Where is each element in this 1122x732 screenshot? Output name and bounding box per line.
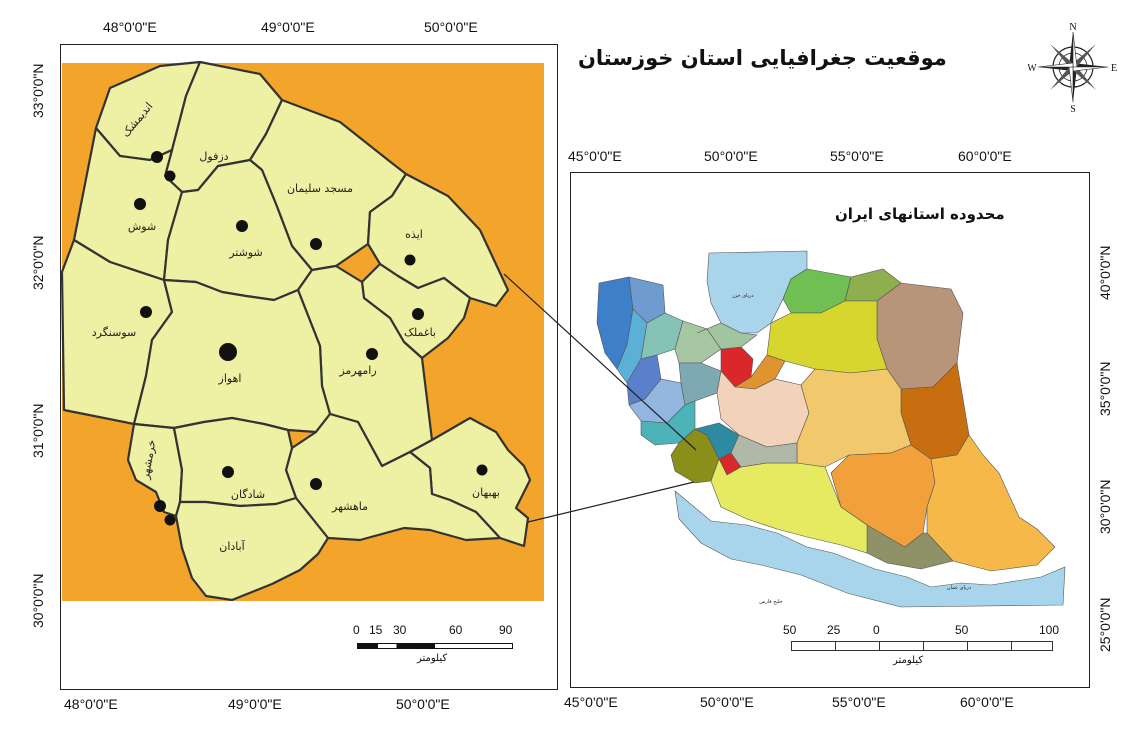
scalebar (357, 643, 513, 649)
county-label: شادگان (231, 488, 265, 501)
right-lat-tick: 25°0'0"N (1097, 597, 1113, 653)
city-dot (476, 464, 488, 476)
county-label: سوسنگرد (92, 326, 136, 339)
right-bottom-tick: 50°0'0"E (700, 694, 754, 710)
city-dot (154, 500, 166, 512)
county-label: ایذه (405, 228, 423, 241)
city-dot (412, 308, 424, 320)
water-label: دریای عمان (947, 585, 971, 591)
scalebar (791, 641, 1053, 651)
khuzestan-map: اندیمشک دزفول شوش شوشتر مسجد سلیمان ایذه… (61, 60, 544, 602)
scalebar-unit: کیلومتر (417, 653, 448, 664)
persian-gulf (674, 490, 1066, 608)
left-top-tick: 48°0'0"E (103, 19, 157, 35)
county-label: اهواز (218, 372, 242, 385)
caspian-sea (706, 250, 808, 334)
scalebar-label: 100 (1039, 623, 1060, 637)
scalebar-label: 90 (499, 623, 513, 637)
county-label: آبادان (219, 539, 245, 553)
scalebar-label: 15 (369, 623, 383, 637)
right-lat-tick: 30°0'0"N (1097, 479, 1113, 535)
right-top-tick: 60°0'0"E (958, 148, 1012, 164)
right-lat-tick: 40°0'0"N (1097, 245, 1113, 301)
county-label: بهبهان (472, 486, 500, 499)
scalebar-label: 50 (955, 623, 969, 637)
iran-map-title: محدوده استانهای ایران (835, 205, 1005, 223)
city-dot (164, 170, 176, 182)
left-lat-tick: 31°0'0"N (30, 403, 46, 459)
right-top-tick: 55°0'0"E (830, 148, 884, 164)
city-dot (222, 466, 234, 478)
left-bottom-tick: 49°0'0"E (228, 696, 282, 712)
county-abadan (174, 496, 330, 602)
county-label: رامهرمز (338, 364, 376, 377)
iran-map: دریای خزر خلیج فارس دریای عمان (596, 250, 1066, 608)
khuzestan-map-frame: اندیمشک دزفول شوش شوشتر مسجد سلیمان ایذه… (60, 44, 558, 690)
county-label: ماهشهر (331, 500, 368, 513)
right-top-tick: 50°0'0"E (704, 148, 758, 164)
compass-n: N (1069, 22, 1076, 33)
scalebar-label: 25 (827, 623, 841, 637)
city-dot (236, 220, 248, 232)
compass-e: E (1111, 63, 1117, 74)
right-top-tick: 45°0'0"E (568, 148, 622, 164)
province (866, 524, 954, 570)
province (926, 434, 1056, 572)
province (696, 322, 758, 350)
left-top-tick: 49°0'0"E (261, 19, 315, 35)
left-top-tick: 50°0'0"E (424, 19, 478, 35)
city-dot (140, 306, 152, 318)
right-bottom-tick: 55°0'0"E (832, 694, 886, 710)
city-dot (134, 198, 146, 210)
left-lat-tick: 30°0'0"N (30, 573, 46, 629)
city-dot (219, 343, 237, 361)
city-dot (310, 238, 322, 250)
city-dot (310, 478, 322, 490)
right-lat-tick: 35°0'0"N (1097, 361, 1113, 417)
left-lat-tick: 33°0'0"N (30, 63, 46, 119)
county-label: شوشتر (228, 246, 263, 259)
main-title: موقعیت جغرافیایی استان خوزستان (578, 46, 947, 70)
province (678, 362, 722, 406)
scalebar-label: 0 (873, 623, 880, 637)
scalebar-label: 60 (449, 623, 463, 637)
scalebar-label: 50 (783, 623, 797, 637)
water-label: خلیج فارس (759, 599, 783, 605)
left-bottom-tick: 48°0'0"E (64, 696, 118, 712)
right-bottom-tick: 45°0'0"E (564, 694, 618, 710)
scalebar-label: 30 (393, 623, 407, 637)
province (730, 434, 798, 468)
province (766, 300, 888, 374)
iran-map-frame: محدوده استانهای ایران (570, 172, 1090, 688)
right-bottom-tick: 60°0'0"E (960, 694, 1014, 710)
county-label: شوش (128, 220, 156, 233)
county-label: مسجد سلیمان (287, 182, 353, 195)
water-label: دریای خزر (731, 293, 753, 299)
compass-s: S (1070, 104, 1076, 112)
city-dot (404, 254, 416, 266)
county-label: دزفول (199, 150, 228, 163)
left-lat-tick: 32°0'0"N (30, 235, 46, 291)
left-bottom-tick: 50°0'0"E (396, 696, 450, 712)
city-dot (366, 348, 378, 360)
scalebar-unit: کیلومتر (893, 655, 924, 666)
compass-w: W (1028, 63, 1037, 74)
county-label: باغملک (404, 326, 436, 339)
city-dot (151, 151, 163, 163)
city-dot (164, 514, 176, 526)
scalebar-label: 0 (353, 623, 360, 637)
compass-rose-icon: N S E W (1028, 22, 1117, 112)
